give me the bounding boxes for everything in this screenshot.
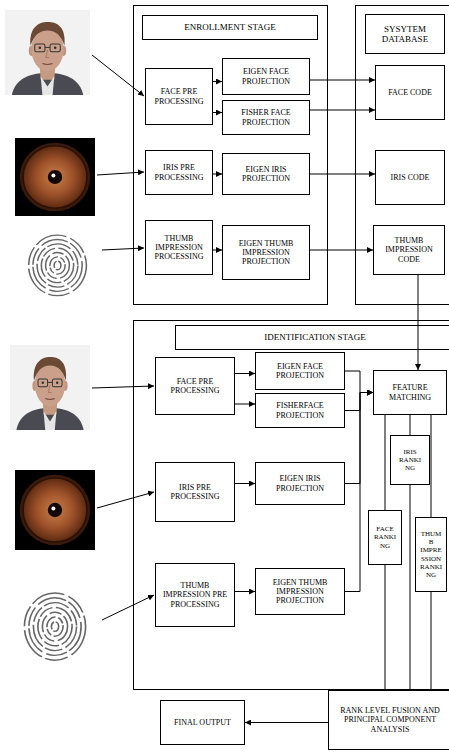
process-box: RANK LEVEL FUSION AND PRINCIPAL COMPONEN… [328, 690, 449, 750]
ranking-box: FACE RANKI NG [368, 510, 402, 565]
process-box: THUMB IMPRESSION PRE PROCESSING [155, 563, 235, 627]
flow-connector [213, 250, 222, 251]
flow-connector [213, 81, 222, 82]
box-label: THUMB IMPRESSION PROCESSING [149, 234, 209, 262]
input-arrow [92, 386, 154, 388]
box-label: IRIS RANKI NG [394, 448, 426, 472]
stage-panel: ENROLLMENT STAGE FACE PRE PROCESSING EIGEN… [133, 5, 328, 305]
flow-connector [345, 371, 373, 393]
flow-connector [345, 393, 373, 484]
box-label: RANK LEVEL FUSION AND PRINCIPAL COMPONEN… [332, 706, 448, 734]
process-box: IRIS PRE PROCESSING [145, 150, 213, 195]
box-label: FACE PRE PROCESSING [149, 87, 209, 105]
input-arrow [97, 492, 154, 508]
box-label: EIGEN FACE PROJECTION [259, 362, 341, 380]
box-label: THUM B IMPRE SSION RANKI NG [419, 530, 443, 578]
face-photo [5, 10, 90, 95]
stage-panel: SYSYTEM DATABASE FACE CODE IRIS CODE THUMB … [355, 5, 449, 305]
flow-connector [245, 722, 328, 723]
process-box: FISHER FACE PROJECTION [222, 100, 310, 135]
input-arrow [97, 172, 144, 175]
box-label: FACE RANKI NG [372, 525, 398, 549]
flow-connector [385, 415, 386, 510]
face-photo [10, 345, 90, 430]
process-box: EIGEN THUMB IMPRESSION PROJECTION [222, 225, 310, 280]
flow-connector [410, 485, 411, 690]
process-box: FACE PRE PROCESSING [155, 357, 235, 415]
flow-connector [310, 80, 375, 81]
process-box: FISHERFACE PROJECTION [255, 393, 345, 428]
process-box: FACE PRE PROCESSING [145, 68, 213, 125]
input-arrow [102, 595, 154, 620]
process-box: FEATURE MATCHING [373, 370, 447, 415]
box-label: THUMB IMPRESSION CODE [377, 236, 441, 264]
box-label: FACE PRE PROCESSING [159, 377, 231, 395]
input-arrow [102, 248, 144, 250]
box-label: FEATURE MATCHING [377, 383, 443, 401]
box-label: IRIS PRE PROCESSING [149, 163, 209, 181]
stage-title: SYSYTEM DATABASE [365, 14, 445, 54]
ranking-box: IRIS RANKI NG [390, 435, 430, 485]
input-arrow [92, 55, 144, 96]
box-label: EIGEN THUMB IMPRESSION PROJECTION [226, 239, 306, 267]
box-label: FACE CODE [379, 88, 441, 97]
stage-panel: IDENTIFICATION STAGE FACE PRE PROCESSING E… [133, 320, 449, 690]
fingerprint-image [10, 585, 100, 665]
box-label: EIGEN THUMB IMPRESSION PROJECTION [259, 578, 341, 606]
box-label: FISHER FACE PROJECTION [226, 108, 306, 126]
box-label: EIGEN IRIS PROJECTION [259, 474, 341, 492]
flow-connector [418, 275, 419, 370]
process-box: IRIS PRE PROCESSING [155, 462, 235, 522]
flow-connector [345, 393, 373, 411]
process-box: EIGEN THUMB IMPRESSION PROJECTION [255, 568, 345, 615]
flow-connector [431, 415, 432, 517]
stage-title: ENROLLMENT STAGE [142, 15, 318, 40]
box-label: THUMB IMPRESSION PRE PROCESSING [159, 581, 231, 609]
box-label: FINAL OUTPUT [164, 718, 241, 727]
flow-connector [431, 592, 432, 690]
flow-connector [410, 415, 411, 435]
process-box: THUMB IMPRESSION CODE [373, 225, 445, 275]
flow-connector [235, 373, 255, 374]
fingerprint-image [15, 228, 100, 300]
flow-connector [235, 404, 255, 405]
flow-connector [310, 174, 375, 175]
box-label: IRIS PRE PROCESSING [159, 483, 231, 501]
iris-photo [15, 470, 95, 550]
ranking-box: THUM B IMPRE SSION RANKI NG [415, 517, 447, 592]
process-box: FACE CODE [375, 65, 445, 120]
box-label: EIGEN IRIS PROJECTION [226, 165, 306, 183]
box-label: IRIS CODE [379, 173, 441, 182]
process-box: THUMB IMPRESSION PROCESSING [145, 220, 213, 275]
process-box: FINAL OUTPUT [160, 700, 245, 745]
process-box: EIGEN IRIS PROJECTION [222, 153, 310, 195]
stage-title: IDENTIFICATION STAGE [175, 325, 449, 350]
flow-connector [310, 250, 373, 251]
process-box: EIGEN IRIS PROJECTION [255, 462, 345, 505]
flow-connector [213, 174, 222, 175]
flow-connector [235, 483, 255, 484]
box-label: EIGEN FACE PROJECTION [226, 67, 306, 85]
process-box: EIGEN FACE PROJECTION [255, 352, 345, 390]
box-label: FISHERFACE PROJECTION [259, 401, 341, 419]
flow-connector [213, 112, 222, 113]
process-box: IRIS CODE [375, 150, 445, 205]
process-box: EIGEN FACE PROJECTION [222, 58, 310, 95]
iris-photo [15, 138, 95, 216]
flow-connector [310, 110, 375, 111]
flow-connector [385, 565, 386, 690]
flow-connector [235, 591, 255, 592]
